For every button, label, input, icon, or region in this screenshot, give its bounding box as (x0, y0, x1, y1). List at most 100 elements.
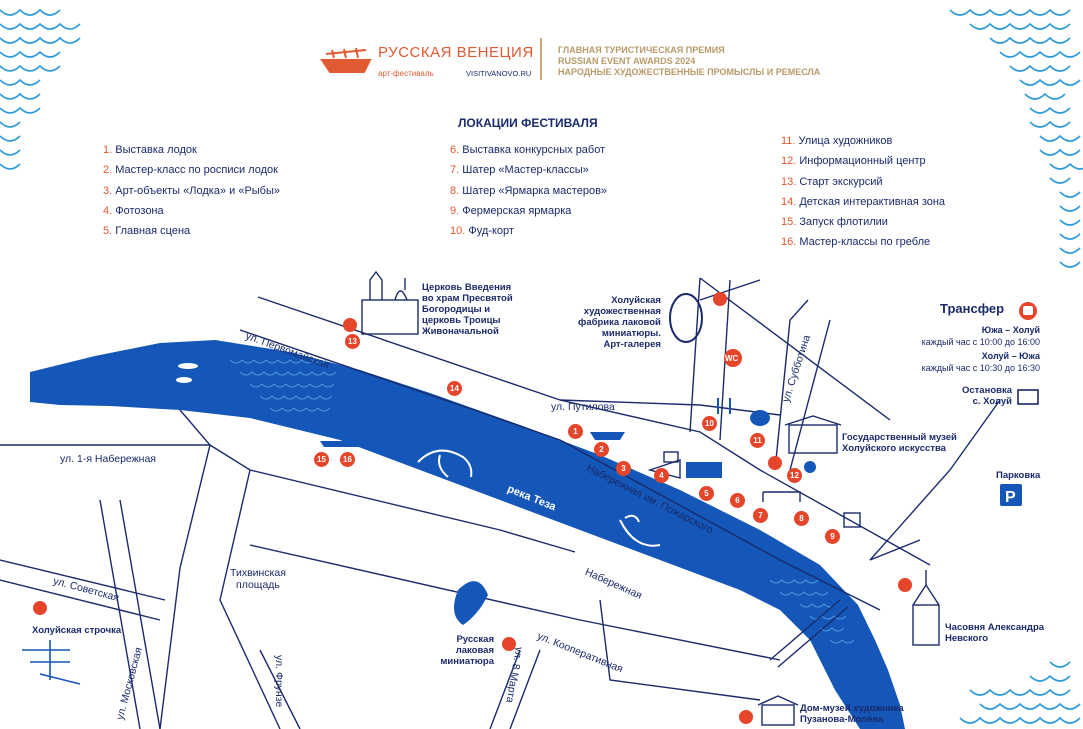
info-icon (804, 461, 816, 473)
marker-6[interactable]: 6 (730, 493, 745, 508)
tikhvin-line: площадь (236, 579, 280, 591)
transfer-time-1: каждый час с 10:00 до 16:00 (921, 337, 1040, 347)
legend-label: Детская интерактивная зона (799, 195, 946, 208)
museum-label-line: Государственный музей (842, 432, 957, 443)
legend-item: 1. Выставка лодок (103, 140, 280, 160)
street-label-tikhvin: Тихвинская площадь (230, 567, 286, 591)
marker-16[interactable]: 16 (340, 452, 355, 467)
fish-art-object-icon (417, 449, 661, 547)
street-label-frunze: ул. Фрунзе (273, 655, 285, 708)
lacquer-label-line: лаковая (455, 645, 494, 656)
street-label-naberezhnaya1: ул. 1-я Набережная (60, 453, 156, 465)
legend-title: ЛОКАЦИИ ФЕСТИВАЛЯ (458, 116, 598, 130)
legend-num: 1. (103, 144, 113, 156)
factory-label-line: Арт-галерея (603, 339, 661, 350)
church-icon (361, 270, 419, 335)
factory-label-line: фабрика лаковой (578, 317, 661, 328)
legend-num: 2. (103, 164, 113, 177)
house-museum-icon (757, 695, 799, 726)
header-divider (540, 38, 542, 80)
factory-medallion-icon (669, 293, 703, 343)
marker-10[interactable]: 10 (702, 416, 717, 431)
marker-14[interactable]: 14 (447, 381, 462, 396)
legend-num: 6. (450, 144, 460, 156)
factory-label-line: миниатюры. (601, 328, 661, 339)
transfer-title: Трансфер (940, 301, 1005, 316)
legend-item: 11. Улица художников (781, 131, 945, 151)
boats-icon (320, 432, 625, 447)
marker-11[interactable]: 11 (750, 433, 765, 448)
house-museum-label-line: Пузанова-Молёва (800, 714, 884, 725)
location-dot-museum[interactable] (768, 456, 782, 470)
transfer-route-1: Южа – Холуй (981, 325, 1040, 335)
award-line: НАРОДНЫЕ ХУДОЖЕСТВЕННЫЕ ПРОМЫСЛЫ И РЕМЕС… (558, 67, 821, 77)
bus-icon-glyph (1023, 306, 1033, 315)
location-dot-strochka[interactable] (33, 601, 47, 615)
chapel-label: Часовня Александра Невского (945, 622, 1044, 644)
legend-label: Мастер-классы по гребле (799, 236, 931, 249)
lacquer-label-line: миниатюра (440, 656, 494, 667)
stop-label-line: с. Холуй (972, 396, 1012, 407)
marker-5[interactable]: 5 (699, 486, 714, 501)
legend-num: 12. (781, 155, 797, 168)
marker-12[interactable]: 12 (787, 468, 802, 483)
tikhvin-line: Тихвинская (230, 567, 286, 579)
church-label-line: Живоначальной (422, 326, 499, 337)
location-dot-lacquer[interactable] (502, 637, 516, 651)
church-label: Церковь Введения во храм Пресвятой Богор… (422, 282, 513, 337)
legend-num: 15. (781, 216, 797, 229)
legend-label: Информационный центр (799, 155, 926, 168)
marker-1[interactable]: 1 (568, 424, 583, 439)
legend-num: 7. (450, 164, 460, 177)
location-dot-factory[interactable] (713, 292, 727, 306)
location-dot-chapel[interactable] (898, 578, 912, 592)
legend-num: 10. (450, 225, 466, 238)
marker-2[interactable]: 2 (594, 442, 609, 457)
location-dot-church[interactable] (343, 318, 357, 332)
stage-icon (686, 462, 722, 478)
marker-3[interactable]: 3 (616, 461, 631, 476)
factory-label: Холуйская художественная фабрика лаковой… (578, 295, 661, 350)
chapel-label-line: Часовня Александра (945, 622, 1045, 633)
legend-item: 16. Мастер-классы по гребле (781, 232, 945, 252)
museum-building-icon (784, 415, 842, 454)
river-wave-texture (229, 359, 855, 644)
church-label-line: во храм Пресвятой (422, 293, 513, 304)
marker-4[interactable]: 4 (654, 468, 669, 483)
marker-8[interactable]: 8 (794, 511, 809, 526)
scallop-pattern-left (0, 8, 81, 170)
river-teza (30, 340, 905, 729)
legend-item: 4. Фотозона (103, 201, 280, 221)
factory-label-line: Холуйская (611, 295, 661, 306)
legend-item: 12. Информационный центр (781, 151, 945, 171)
legend-label: Фермерская ярмарка (462, 204, 572, 217)
museum-label-line: Холуйского искусства (842, 443, 946, 454)
museum-label: Государственный музей Холуйского искусст… (842, 432, 957, 454)
legend-num: 11. (781, 135, 796, 147)
chapel-label-line: Невского (945, 633, 989, 644)
marker-9[interactable]: 9 (825, 529, 840, 544)
brand-subtitle: арт-фестиваль (378, 69, 434, 78)
fish-icon (176, 363, 198, 383)
embroidery-icon (22, 640, 81, 685)
legend-num: 14. (781, 195, 797, 208)
legend-column-3: 11. Улица художников 12. Информационный … (781, 131, 945, 253)
church-label-line: Церковь Введения (422, 282, 512, 293)
legend-label: Шатер «Ярмарка мастеров» (462, 184, 608, 197)
legend-item: 8. Шатер «Ярмарка мастеров» (450, 181, 607, 201)
legend-label: Выставка лодок (115, 144, 197, 156)
lacquer-miniature-icon (454, 581, 488, 625)
palette-icon (750, 410, 770, 426)
marker-13[interactable]: 13 (345, 334, 360, 349)
legend-item: 13. Старт экскурсий (781, 172, 945, 192)
marker-15[interactable]: 15 (314, 452, 329, 467)
location-dot-house-museum[interactable] (739, 710, 753, 724)
marker-7[interactable]: 7 (753, 508, 768, 523)
parking-icon (1000, 484, 1022, 506)
stop-label-line: Остановка (961, 385, 1012, 396)
legend-column-1: 1. Выставка лодок 2. Мастер-класс по рос… (103, 140, 280, 241)
legend-item: 7. Шатер «Мастер-классы» (450, 160, 607, 180)
brand-site-link[interactable]: VISITIVANOVO.RU (466, 69, 532, 78)
transfer-time-2: каждый час с 10:30 до 16:30 (921, 363, 1040, 373)
legend-label: Запуск флотилии (799, 216, 888, 229)
